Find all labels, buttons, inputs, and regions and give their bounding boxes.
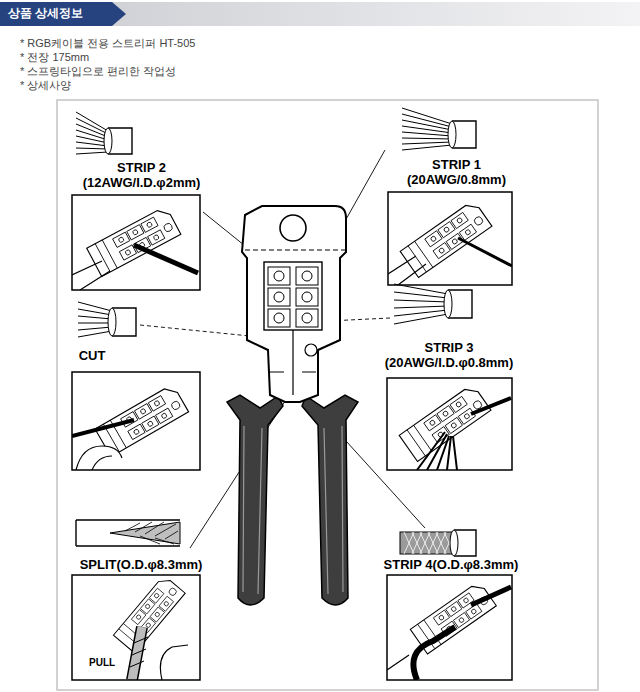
- word: 175mm: [52, 51, 89, 63]
- word: STRIP: [384, 557, 422, 572]
- word: (12AWG/I.D.φ2mm): [83, 175, 201, 190]
- word: 편리한: [107, 65, 140, 77]
- word: (20AWG/I.D.φ0.8mm): [385, 355, 514, 370]
- action-label: PULL: [87, 655, 117, 670]
- word: STRIP: [432, 157, 470, 172]
- word: 1: [474, 157, 481, 172]
- word: STRIP: [425, 340, 463, 355]
- callout-label: STRIP 1 (20AWG/0.8mm): [392, 157, 521, 187]
- word: PULL: [89, 657, 115, 668]
- bullet-text: * RGB케이블 전용 스트리퍼 HT-505: [20, 36, 195, 51]
- bullet-text: * 스프링타입으로 편리한 작업성: [20, 64, 176, 79]
- callout-label: STRIP 4(O.D.φ8.3mm): [374, 557, 528, 572]
- word: 4(O.D.φ8.3mm): [425, 557, 518, 572]
- word: 3: [466, 340, 473, 355]
- word: SPLIT(O.D.φ8.3mm): [80, 557, 203, 572]
- word: 전용: [87, 37, 109, 49]
- word: 상세사양: [27, 79, 71, 91]
- section-title: 상품 상세정보: [8, 6, 83, 20]
- word: 작업성: [143, 65, 176, 77]
- word: HT-505: [159, 37, 195, 49]
- word: 전장: [27, 51, 49, 63]
- word: RGB케이블: [27, 37, 84, 49]
- word: (20AWG/0.8mm): [407, 172, 506, 187]
- word: *: [20, 37, 24, 49]
- word: 스트리퍼: [112, 37, 156, 49]
- word: *: [20, 65, 24, 77]
- word: STRIP: [117, 160, 155, 175]
- word: CUT: [79, 348, 106, 363]
- word: 2: [159, 160, 166, 175]
- word: *: [20, 79, 24, 91]
- bullet-text: * 전장 175mm: [20, 50, 89, 65]
- callout-label: SPLIT(O.D.φ8.3mm): [64, 557, 218, 572]
- stripper-tool: [227, 206, 358, 605]
- callout-label: STRIP 2 (12AWG/I.D.φ2mm): [67, 160, 216, 190]
- word: *: [20, 51, 24, 63]
- header-bar: [0, 2, 640, 26]
- callout-label: STRIP 3 (20AWG/I.D.φ0.8mm): [377, 340, 521, 370]
- inset-picture: [72, 192, 512, 680]
- callout-label: CUT: [70, 348, 114, 363]
- sheet-frame: [57, 100, 598, 690]
- word: 스프링타입으로: [27, 65, 104, 77]
- bullet-text: * 상세사양: [20, 78, 71, 93]
